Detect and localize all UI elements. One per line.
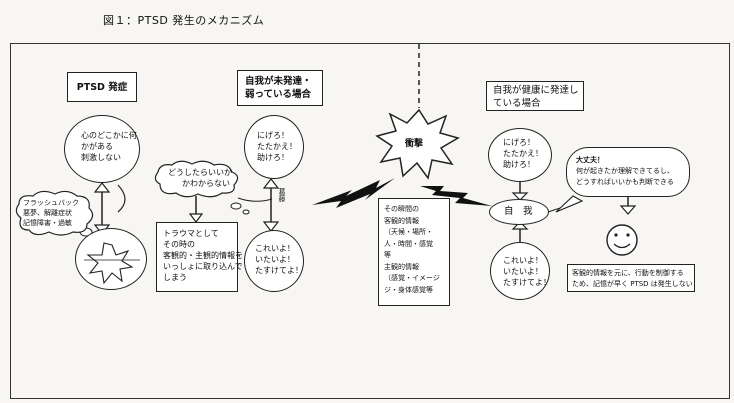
immature-ego-box: 自我が未発達・ 弱っている場合 — [237, 70, 323, 106]
bubble-line-2: かわからない — [182, 179, 230, 188]
immature-ego-title-2: 弱っている場合 — [245, 89, 312, 100]
left-circle-bottom — [75, 228, 147, 290]
right-top-line-3: 助けろ！ — [503, 160, 535, 169]
speech-line-2: 何が起きたか理解できてるし、 — [576, 167, 674, 175]
info-line-5: 等 — [384, 251, 391, 259]
middle-circle-bottom: これいよ！ いたいよ！ たすけてよ！ — [244, 230, 304, 292]
right-bottom-line-1: これいよ！ — [503, 256, 543, 265]
middle-bottom-line-1: これいよ！ — [255, 244, 295, 253]
trauma-line-3: 客観的・主観的情報を — [163, 251, 243, 260]
info-line-3: （天候・場所・ — [384, 228, 433, 236]
info-line-4: 人・時間・感覚 — [384, 239, 433, 248]
ptsd-onset-title: PTSD 発症 — [76, 82, 128, 93]
left-circle-top: 心のどこかに何 かがある 刺激しない — [64, 115, 140, 183]
ptsd-onset-box: PTSD 発症 — [67, 72, 137, 102]
result-line-1: 客観的情報を元に、行動を制御する — [572, 269, 684, 277]
trauma-burst-icon — [86, 242, 134, 285]
trauma-line-1: トラウマとして — [163, 229, 219, 238]
right-circle-top: にげろ！ たたかえ！ 助けろ！ — [488, 128, 552, 182]
left-circle-line-3: 刺激しない — [81, 153, 121, 162]
trauma-line-4: いっしょに取り込んで — [163, 262, 243, 271]
middle-bottom-line-3: たすけてよ！ — [255, 266, 303, 275]
flashback-line-1: フラッシュバック — [23, 199, 79, 207]
left-circle-line-2: かがある — [81, 142, 113, 151]
lightning-bolt-left — [312, 178, 395, 208]
confused-thought-bubble: どうしたらいいか かわからない — [150, 160, 242, 198]
right-top-line-2: たたかえ！ — [503, 149, 543, 158]
left-circle-line-1: 心のどこかに何 — [81, 131, 137, 140]
impact-burst — [375, 108, 460, 180]
healthy-ego-title-2: ている場合 — [493, 98, 541, 109]
flashback-line-3: 記憶障害・過敏 — [23, 219, 72, 227]
info-line-7: （感覚・イメージ — [384, 274, 440, 282]
healthy-ego-title-1: 自我が健康に発達し — [493, 85, 579, 96]
middle-top-line-3: 助けろ！ — [257, 153, 289, 162]
moment-info-box: その瞬間の 客観的情報 （天候・場所・ 人・時間・感覚 等 主観的情報 （感覚・… — [378, 198, 450, 306]
figure-caption: 図１：PTSD 発生のメカニズム — [103, 14, 265, 27]
diagram-frame — [10, 43, 730, 399]
right-bottom-line-3: たすけてよ！ — [503, 278, 551, 287]
middle-top-line-1: にげろ！ — [257, 131, 289, 140]
info-line-8: ジ・身体感覚等 — [384, 285, 433, 294]
speech-line-3: どうすればいいかも判断できる — [576, 178, 674, 186]
immature-ego-title-1: 自我が未発達・ — [245, 76, 312, 87]
ego-ellipse: 自 我 — [489, 199, 549, 225]
trauma-line-5: しまう — [163, 273, 187, 282]
conflict-label: 葛藤 — [278, 188, 286, 202]
speech-line-1: 大丈夫！ — [576, 156, 604, 164]
flashback-line-2: 悪夢、解離症状 — [23, 209, 72, 217]
info-line-6: 主観的情報 — [384, 262, 419, 271]
smiley-face-icon — [606, 224, 638, 256]
result-box: 客観的情報を元に、行動を制御する ため、記憶が早く PTSD は発生しない — [567, 264, 695, 292]
result-line-2: ため、記憶が早く PTSD は発生しない — [572, 280, 693, 288]
info-line-1: その瞬間の — [384, 205, 419, 213]
middle-top-line-2: たたかえ！ — [257, 142, 297, 151]
impact-label: 衝撃 — [405, 139, 424, 149]
right-top-line-1: にげろ！ — [503, 138, 535, 147]
lightning-bolt-right — [420, 186, 492, 206]
right-bottom-line-2: いたいよ！ — [503, 267, 543, 276]
trauma-line-2: その時の — [163, 240, 195, 249]
trauma-box: トラウマとして その時の 客観的・主観的情報を いっしょに取り込んで しまう — [156, 222, 243, 292]
middle-bottom-line-2: いたいよ！ — [255, 255, 295, 264]
right-circle-bottom: これいよ！ いたいよ！ たすけてよ！ — [490, 242, 551, 300]
flashback-cloud: フラッシュバック 悪夢、解離症状 記憶障害・過敏 — [13, 188, 95, 238]
ego-label: 自 我 — [504, 206, 533, 217]
bubble-line-1: どうしたらいいか — [168, 168, 232, 177]
confident-speech-bubble: 大丈夫！ 何が起きたか理解できてるし、 どうすればいいかも判断できる — [566, 147, 690, 197]
healthy-ego-box: 自我が健康に発達し ている場合 — [486, 81, 584, 111]
middle-circle-top: にげろ！ たたかえ！ 助けろ！ — [244, 115, 304, 179]
info-line-2: 客観的情報 — [384, 216, 419, 225]
